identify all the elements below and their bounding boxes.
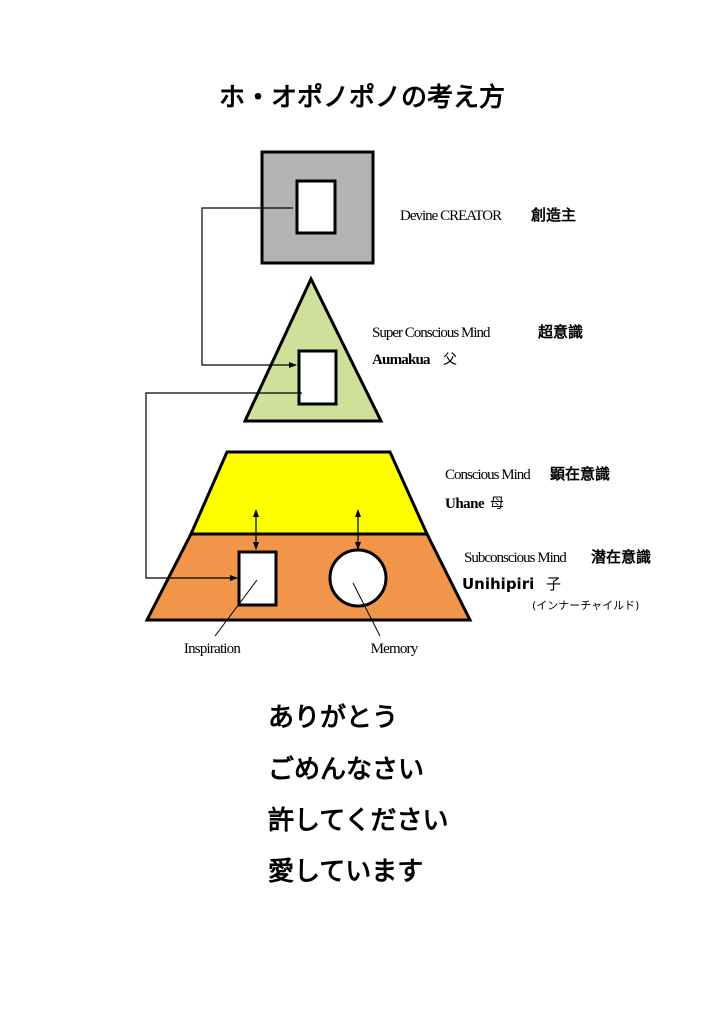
subconscious-trapezoid xyxy=(144,532,473,622)
phrase-i-love-you: 愛しています xyxy=(268,857,423,887)
inspiration-leader xyxy=(214,579,258,637)
sub-ja-label: 潜在意識 xyxy=(591,548,651,566)
super-inner-box xyxy=(297,349,338,406)
super-to-sub-connector xyxy=(145,392,302,581)
memory-circle xyxy=(328,548,388,608)
creator-en-label: Devine CREATOR xyxy=(400,208,502,224)
super-name-label: Aumakua xyxy=(372,352,431,368)
phrase-sorry: ごめんなさい xyxy=(268,754,424,785)
memory-label: Memory xyxy=(371,641,419,657)
phrase-forgive-me: 許してください xyxy=(268,806,448,836)
conscious-trapezoid xyxy=(188,450,430,536)
memory-leader xyxy=(352,582,381,637)
page-title: ホ・オポノポノの考え方 xyxy=(219,82,505,113)
conscious-role-label: 母 xyxy=(490,496,504,512)
creator-to-super-connector xyxy=(201,207,297,368)
super-role-label: 父 xyxy=(443,352,457,368)
conscious-en-label: Conscious Mind xyxy=(445,467,531,483)
sub-role-label: 子 xyxy=(546,575,561,593)
sub-name-label: Unihipiri xyxy=(462,575,534,593)
conscious-ja-label: 顕在意識 xyxy=(550,465,610,483)
sub-en-label: Subconscious Mind xyxy=(464,550,567,566)
inspiration-label: Inspiration xyxy=(184,641,241,657)
creator-ja-label: 創造主 xyxy=(530,206,576,224)
creator-inner-box xyxy=(295,179,337,235)
conscious-name-label: Uhane xyxy=(445,496,485,512)
super-ja-label: 超意識 xyxy=(537,323,583,341)
phrase-thank-you: ありがとう xyxy=(268,702,398,733)
inner-child-note: (インナーチャイルド) xyxy=(532,599,639,612)
super-en-label: Super Conscious Mind xyxy=(372,325,491,341)
